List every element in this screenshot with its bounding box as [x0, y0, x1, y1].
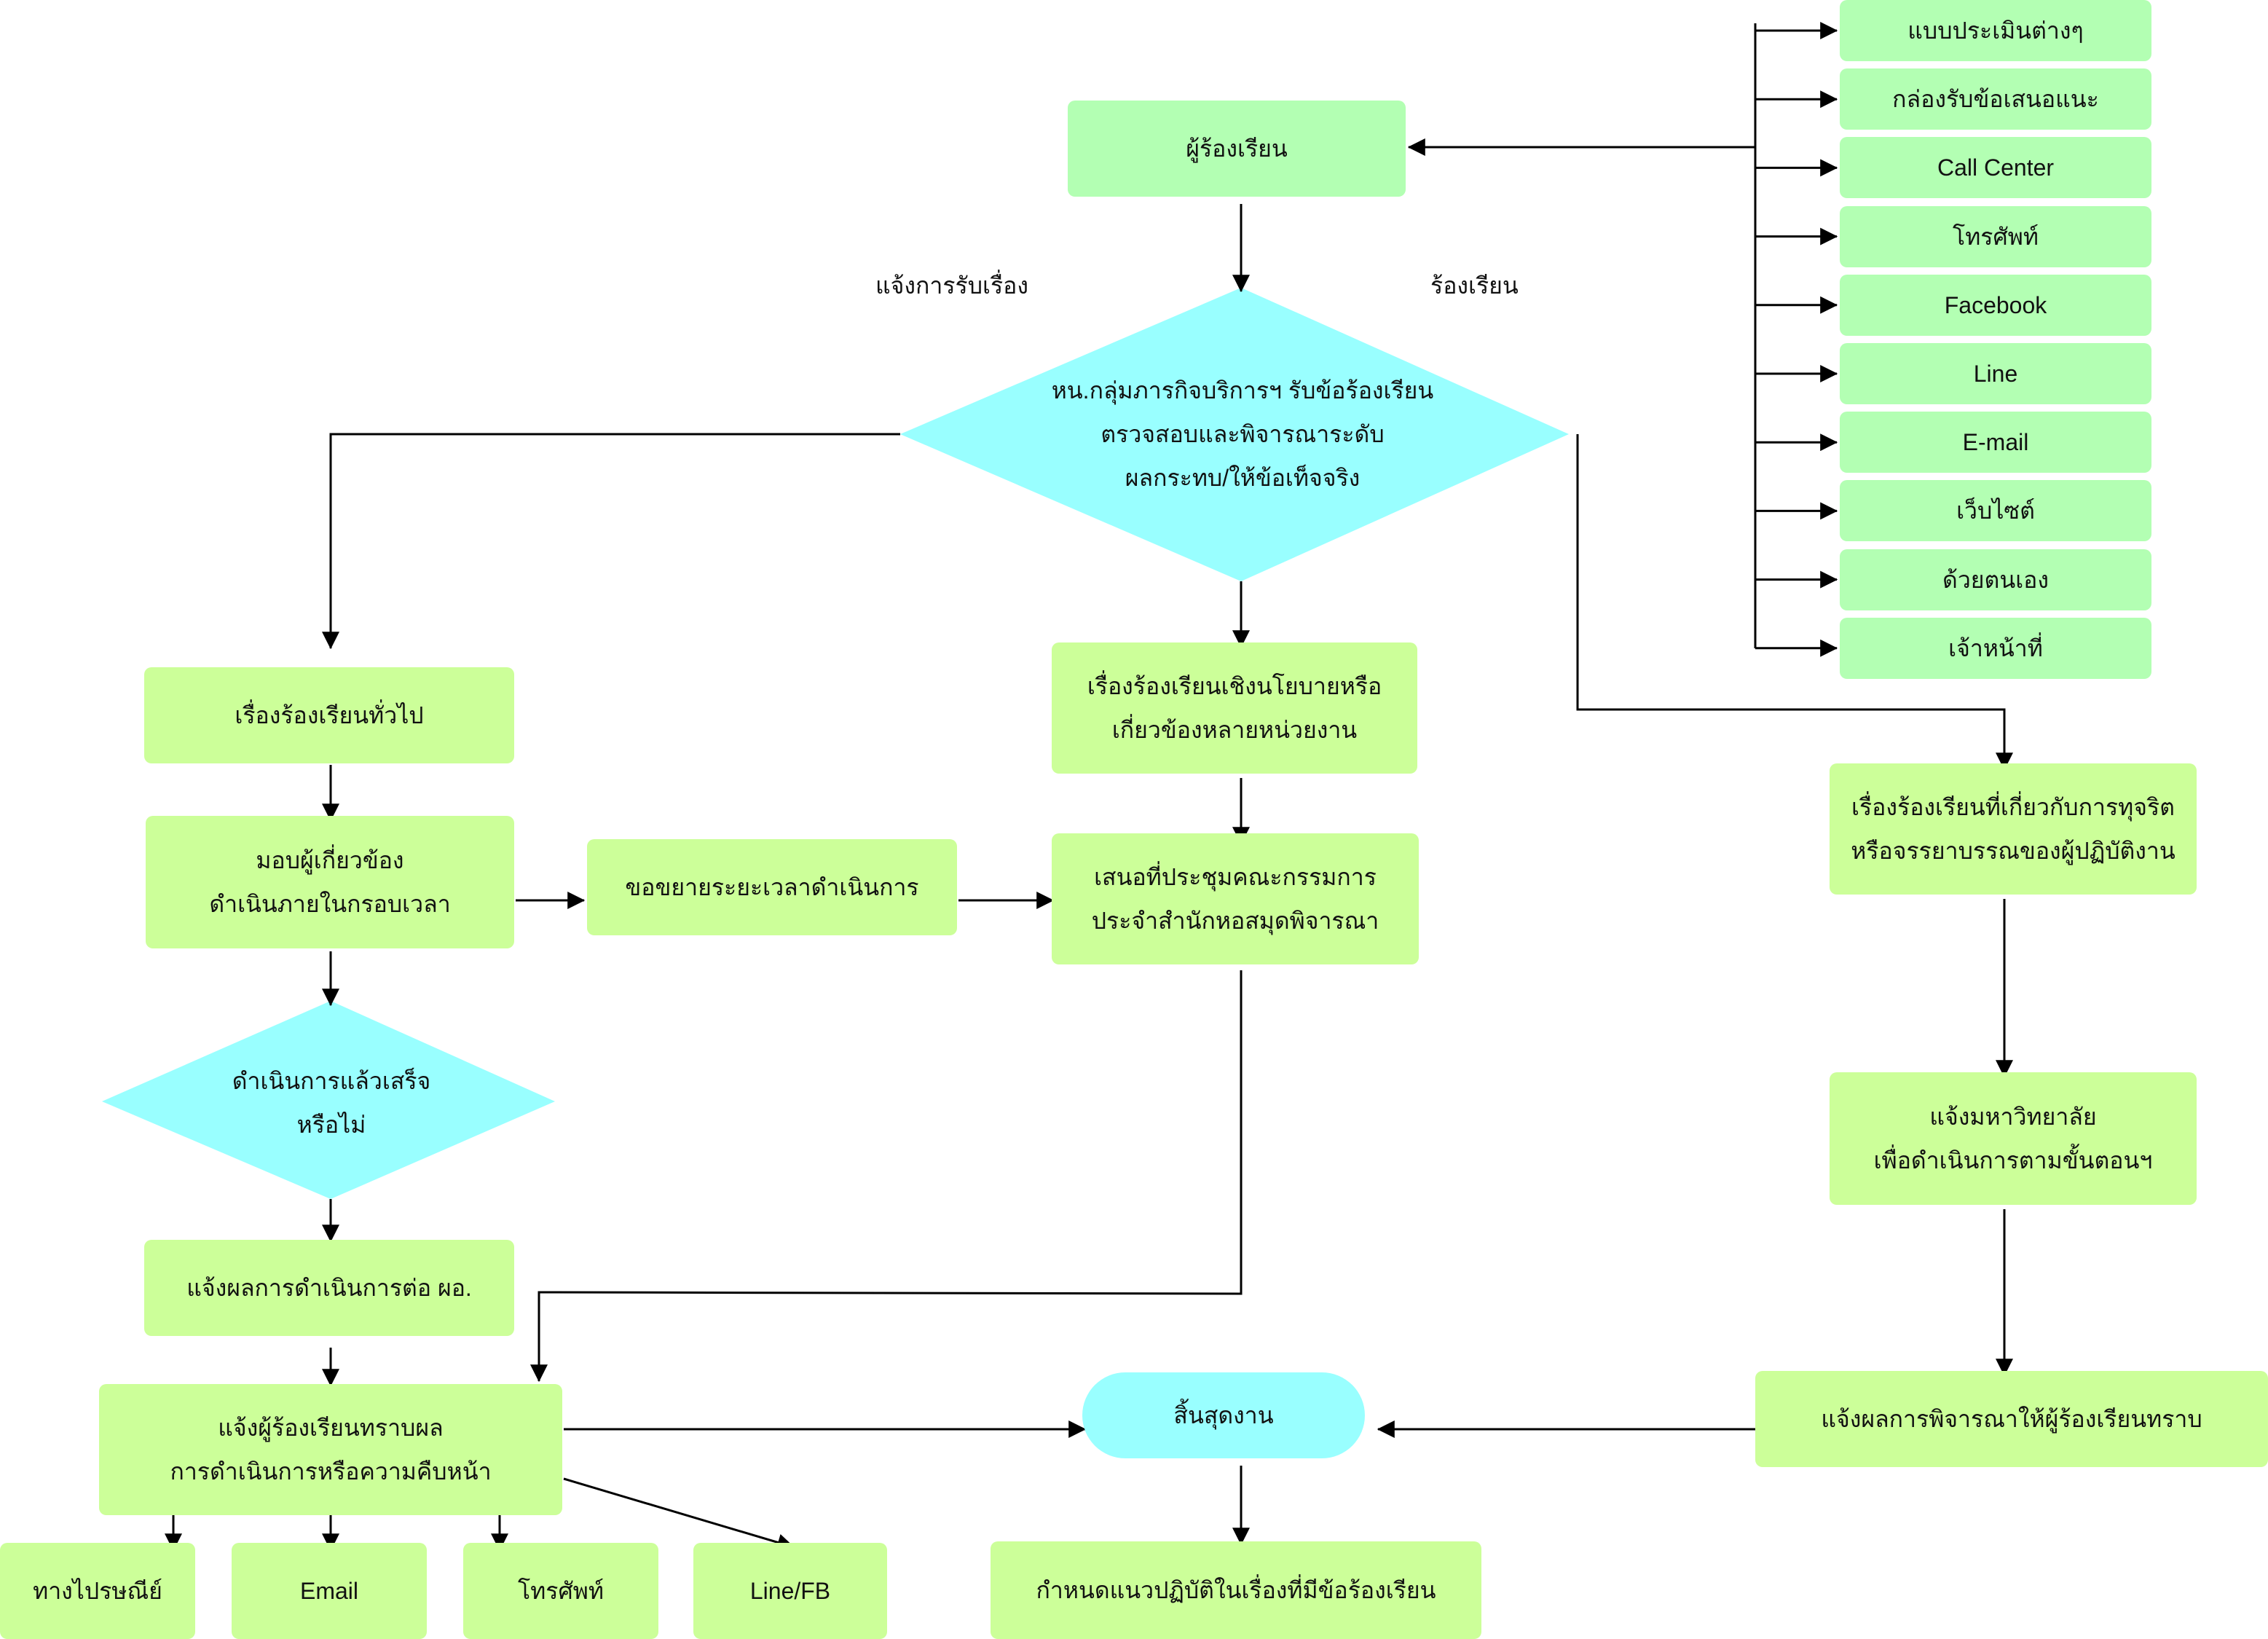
reply-phone: โทรศัพท์	[463, 1543, 658, 1639]
node-notify-university: แจ้งมหาวิทยาลัย เพื่อดำเนินการตามขั้นตอน…	[1830, 1072, 2197, 1205]
channel-item: แบบประเมินต่างๆ	[1840, 0, 2151, 61]
channel-item: เจ้าหน้าที่	[1840, 617, 2151, 679]
reply-email: Email	[232, 1543, 427, 1639]
arrow-committee-to-notify	[530, 970, 1243, 1383]
node-report-director: แจ้งผลการดำเนินการต่อ ผอ.	[144, 1240, 514, 1336]
channel-item: E-mail	[1840, 412, 2151, 473]
reply-linefb: Line/FB	[693, 1543, 887, 1639]
node-corruption: เรื่องร้องเรียนที่เกี่ยวกับการทุจริต หรื…	[1830, 763, 2197, 895]
node-end: สิ้นสุดงาน	[1082, 1372, 1365, 1458]
node-notify-result: แจ้งผลการพิจารณาให้ผู้ร้องเรียนทราบ	[1755, 1371, 2268, 1467]
decision-done-shape	[102, 1001, 555, 1199]
channel-item: ด้วยตนเอง	[1840, 549, 2151, 610]
channel-item: โทรศัพท์	[1840, 205, 2151, 267]
channel-item: Line	[1840, 343, 2151, 404]
node-extend: ขอขยายระยะเวลาดำเนินการ	[587, 839, 957, 935]
node-notify-complainant: แจ้งผู้ร้องเรียนทราบผล การดำเนินการหรือค…	[99, 1384, 562, 1515]
node-general: เรื่องร้องเรียนทั่วไป	[144, 667, 514, 763]
channel-item: Facebook	[1840, 274, 2151, 336]
channel-item: เว็บไซต์	[1840, 480, 2151, 542]
channel-item: Call Center	[1840, 137, 2151, 199]
node-committee: เสนอที่ประชุมคณะกรรมการ ประจำสำนักหอสมุด…	[1052, 833, 1419, 964]
arrow-reply-linefb	[563, 1477, 795, 1552]
reply-post: ทางไปรษณีย์	[0, 1543, 195, 1639]
arrow-decision-to-corruption	[1576, 434, 2013, 771]
channel-item: กล่องรับข้อเสนอแนะ	[1840, 68, 2151, 130]
node-policy: เรื่องร้องเรียนเชิงนโยบายหรือ เกี่ยวข้อง…	[1052, 642, 1417, 774]
decision-done-text: ดำเนินการแล้วเสร็จ หรือไม่	[232, 1068, 431, 1138]
decision-main-text: หน.กลุ่มภารกิจบริการฯ รับข้อร้องเรียน ตร…	[1051, 377, 1434, 491]
arrow-decision-to-general	[322, 433, 900, 650]
node-guideline: กำหนดแนวปฏิบัติในเรื่องที่มีข้อร้องเรียน	[991, 1541, 1481, 1639]
label-acknowledge: แจ้งการรับเรื่อง	[875, 272, 1028, 299]
decision-main-shape	[900, 288, 1569, 581]
label-complain: ร้องเรียน	[1430, 272, 1519, 299]
node-assign: มอบผู้เกี่ยวข้อง ดำเนินภายในกรอบเวลา	[146, 816, 514, 948]
node-complainant: ผู้ร้องเรียน	[1068, 101, 1406, 197]
